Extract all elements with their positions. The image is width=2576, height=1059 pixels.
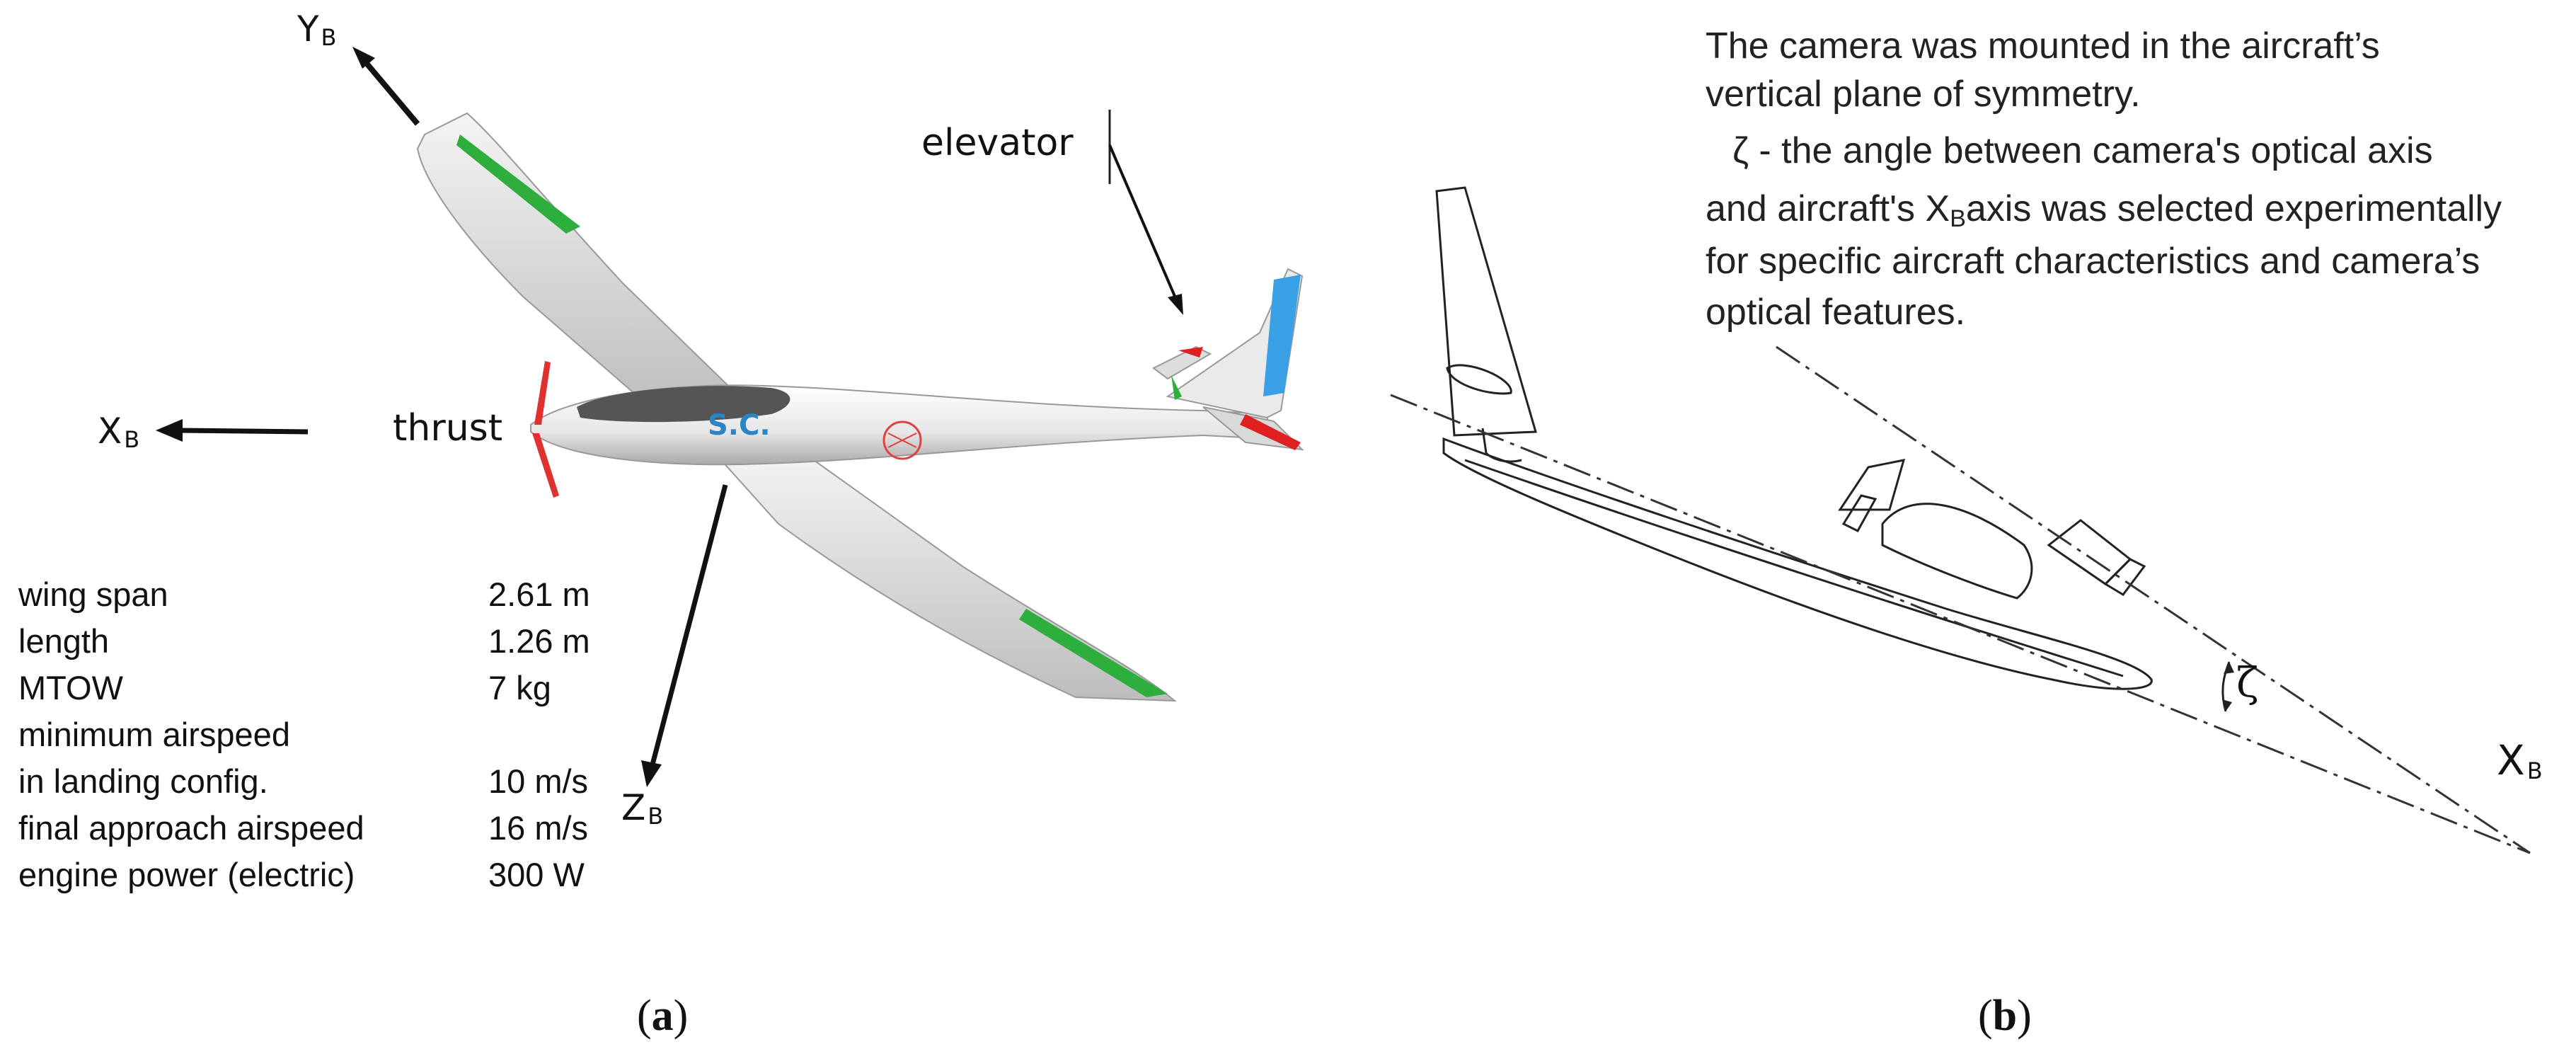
canopy	[577, 386, 790, 423]
zb-axis-arrow	[650, 484, 728, 765]
note-line: optical features.	[1706, 292, 1966, 333]
roundel-icon	[882, 420, 922, 460]
spec-value: 300 W	[488, 856, 585, 893]
fuselage	[530, 384, 1272, 466]
spec-name: length	[18, 622, 110, 660]
caption-a: (a)	[637, 992, 689, 1040]
spec-value: 10 m/s	[488, 762, 589, 800]
spec-name: engine power (electric)	[18, 856, 355, 893]
spec-name: final approach airspeed	[18, 809, 364, 847]
left-wing	[416, 112, 752, 416]
xb-axis-label: XB	[98, 411, 140, 453]
xb-axis-label-b: XB	[2497, 736, 2543, 784]
spec-value: 7 kg	[488, 669, 551, 706]
caption-b: (b)	[1978, 992, 2032, 1040]
right-wing	[713, 452, 1177, 702]
spec-name: minimum airspeed	[18, 716, 290, 753]
spec-value: 16 m/s	[488, 809, 589, 847]
note-line: The camera was mounted in the aircraft’s	[1706, 25, 2380, 67]
thrust-label: thrust	[393, 407, 503, 450]
note-line: and aircraft's XBaxis was selected exper…	[1706, 188, 2502, 232]
elevator-pointer-arrow	[1108, 144, 1180, 305]
elevator-label: elevator	[921, 122, 1074, 164]
spec-value: 1.26 m	[488, 622, 590, 660]
tail-assembly	[1152, 268, 1304, 451]
yb-axis-label: YB	[297, 8, 337, 51]
note-line: vertical plane of symmetry.	[1706, 74, 2141, 115]
fuselage-mark: S.C.	[708, 409, 771, 442]
elevator-edge	[1240, 414, 1301, 450]
spec-value: 2.61 m	[488, 576, 590, 613]
note-line: ζ - the angle between camera's optical a…	[1732, 130, 2433, 171]
spec-name: in landing config.	[18, 762, 268, 800]
zeta-angle-label: ζ	[2236, 658, 2259, 706]
yb-axis-arrow	[358, 55, 420, 126]
zb-axis-label: ZB	[621, 787, 664, 830]
rudder	[1263, 275, 1301, 396]
left-wingtip-marking	[456, 134, 580, 234]
right-wingtip-marking	[1019, 609, 1168, 697]
spec-name: wing span	[18, 576, 168, 613]
spec-name: MTOW	[18, 669, 123, 706]
xb-axis-arrow	[176, 428, 309, 435]
note-line: for specific aircraft characteristics an…	[1706, 241, 2480, 282]
propeller	[532, 361, 559, 498]
